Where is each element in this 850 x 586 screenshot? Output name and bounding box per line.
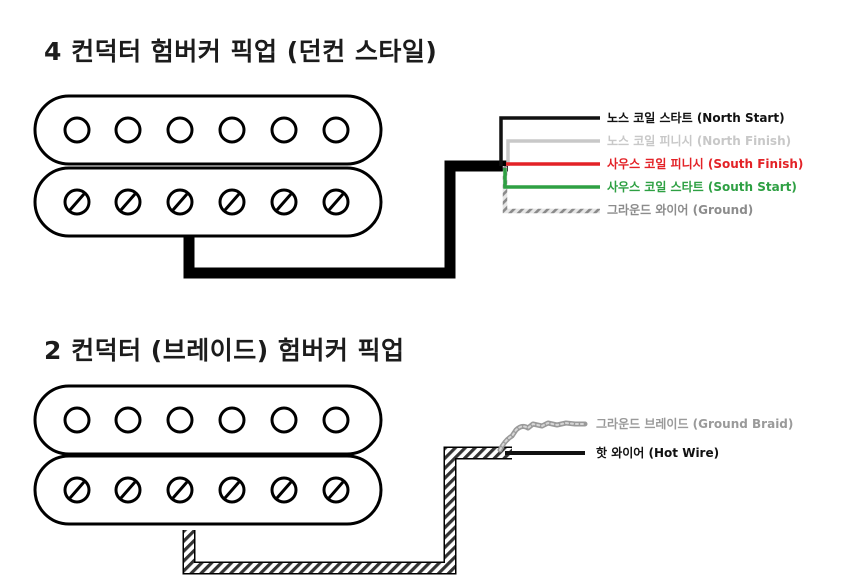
slotted-screw-icon [218, 476, 246, 504]
slotted-screw-icon [218, 188, 246, 216]
wire-north-finish [506, 139, 600, 166]
wire-south-start [503, 168, 600, 189]
slotted-screw-icon [166, 476, 194, 504]
two-conductor-title: 2 컨덕터 (브레이드) 험버커 픽업 [44, 336, 405, 365]
wire-north-start [499, 116, 600, 166]
four-conductor-pickup: 노스 코일 스타트 (North Start) 노스 코일 피니시 (North… [33, 94, 803, 279]
screw-coil-bobbin [33, 454, 383, 526]
screw-poles-row [63, 188, 350, 216]
slotted-screw-icon [166, 188, 194, 216]
label-ground: 그라운드 와이어 (Ground) [607, 202, 753, 217]
label-ground-braid: 그라운드 브레이드 (Ground Braid) [596, 416, 793, 431]
round-slug-icon [63, 406, 91, 434]
slotted-screw-icon [270, 188, 298, 216]
slotted-screw-icon [114, 188, 142, 216]
round-slug-icon [166, 116, 194, 144]
round-slug-icon [322, 406, 350, 434]
slotted-screw-icon [322, 476, 350, 504]
label-south-start: 사우스 코일 스타트 (South Start) [607, 179, 797, 194]
label-north-finish: 노스 코일 피니시 (North Finish) [607, 133, 791, 148]
round-slug-icon [270, 406, 298, 434]
slug-poles-row [63, 406, 350, 434]
slug-coil-bobbin [33, 384, 383, 456]
slug-coil-bobbin [33, 94, 383, 166]
round-slug-icon [218, 406, 246, 434]
slotted-screw-icon [270, 476, 298, 504]
label-south-finish: 사우스 코일 피니시 (South Finish) [607, 156, 803, 171]
slotted-screw-icon [114, 476, 142, 504]
slotted-screw-icon [322, 188, 350, 216]
slug-poles-row [63, 116, 350, 144]
screw-poles-row [63, 476, 350, 504]
screw-coil-bobbin [33, 166, 383, 238]
slotted-screw-icon [63, 188, 91, 216]
round-slug-icon [63, 116, 91, 144]
wire-ground-braid-texture [499, 421, 586, 451]
four-conductor-title: 4 컨덕터 험버커 픽업 (던컨 스타일) [44, 37, 438, 66]
two-conductor-pickup: 그라운드 브레이드 (Ground Braid) 핫 와이어 (Hot Wire… [33, 384, 793, 575]
slotted-screw-icon [63, 476, 91, 504]
round-slug-icon [114, 116, 142, 144]
pickup-cable [183, 160, 508, 279]
round-slug-icon [114, 406, 142, 434]
label-hot-wire: 핫 와이어 (Hot Wire) [596, 445, 719, 460]
round-slug-icon [322, 116, 350, 144]
braided-cable-shield [184, 448, 512, 573]
round-slug-icon [270, 116, 298, 144]
round-slug-icon [218, 116, 246, 144]
wire-ground-braid [497, 420, 588, 453]
round-slug-icon [166, 406, 194, 434]
label-north-start: 노스 코일 스타트 (North Start) [607, 110, 785, 125]
